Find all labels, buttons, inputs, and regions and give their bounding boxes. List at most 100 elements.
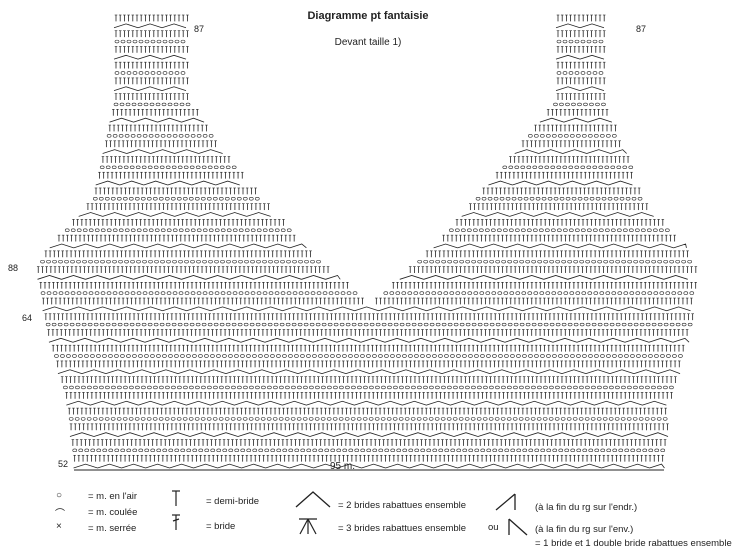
dc2tog-icon [295,491,331,508]
stitch-row [417,259,692,264]
row-number-64: 64 [22,313,33,323]
stitch-row [556,71,604,75]
stitch-row [65,392,673,399]
stitch-row [68,417,668,421]
stitch-row [375,297,693,305]
stitch-row [553,102,606,107]
stitch-row [63,385,674,390]
stitch-row [383,291,695,295]
stitch-row [108,124,208,132]
stitch-row [42,297,364,305]
stitch-row [455,219,665,226]
stitch-row [73,454,664,462]
stitch-row [546,109,609,116]
double-crochet-icon [172,514,180,530]
stitch-row [39,282,349,289]
legend-dc2tog: = 2 brides rabattues ensemble [338,500,467,511]
stitch-row [102,149,223,154]
crochet-chart [36,14,698,471]
stitch-row [391,282,697,289]
stitch-row [556,39,604,44]
stitch-row [461,212,654,217]
stitch-row [113,102,191,107]
stitch-row [40,259,321,264]
row-number-52: 52 [58,459,69,469]
stitch-row [408,266,698,273]
stitch-row [72,219,285,226]
legend-combo-decrease: = 1 bride et 1 double bride rabattues en… [535,538,732,549]
stitch-row [114,71,186,75]
stitch-row [69,423,669,431]
stitch-row [425,250,689,258]
stitch-row [69,432,669,437]
row-number-88: 88 [8,263,19,273]
stitch-row [48,337,690,343]
stitch-row [509,156,630,163]
stitch-row [78,212,271,217]
decrease-right-side-icon [495,493,516,511]
slip-stitch-icon: ⌒ [55,509,65,520]
stitch-row [556,93,606,100]
stitch-row [521,140,621,148]
stitch-row [60,376,677,384]
stitch-row [67,407,667,415]
stitch-row [556,61,606,69]
stitch-row [73,463,665,469]
diagram-title: Diagramme pt fantaisie [307,10,429,22]
stitch-row [534,124,617,132]
stitch-row [64,228,292,232]
stitch-row [99,165,237,170]
legend-hdc: = demi-bride [206,496,260,507]
stitch-row [42,306,691,312]
stitch-row [475,197,643,201]
stitch-row [57,234,296,242]
row-number-top-right: 87 [636,24,647,34]
stitch-row [514,149,627,154]
stitch-row [114,14,189,22]
legend-end-wrong-side: (à la fin du rg sur l'env.) [535,524,634,535]
stitch-row [71,439,667,446]
stitch-row [113,23,187,29]
stitch-row [114,39,186,44]
legend-dc3tog: = 3 brides rabattues ensemble [338,523,467,534]
stitch-row [44,313,694,321]
stitch-row [469,203,649,211]
stitch-row [442,234,676,242]
stitch-row [113,86,187,92]
stitch-row [111,109,199,116]
row-number-top-left: 87 [194,24,205,34]
stitch-row [555,86,605,92]
stitch-row [555,54,605,60]
legend-dc: = bride [206,521,236,532]
stitch-row [98,171,244,179]
stitch-row [502,165,634,170]
decrease-wrong-side-icon [508,518,528,536]
single-crochet-icon: × [56,521,62,532]
stitch-row [114,46,189,53]
stitch-row [36,266,330,273]
half-double-crochet-icon [172,490,180,506]
stitch-row [106,134,214,138]
stitch-row [40,291,358,295]
stitch-row [539,117,613,123]
diagram-subtitle: Devant taille 1) [334,37,402,48]
stitch-row [72,448,666,453]
stitch-row [109,117,205,123]
stitch-row [495,171,633,179]
stitch-row [45,322,693,327]
stitch-row [556,30,606,38]
stitch-row [449,228,670,232]
stitch-row [433,243,687,249]
stitch-row [482,187,641,195]
stitch-row [556,14,606,22]
stitch-row [114,30,189,38]
stitch-row [92,197,260,201]
stitch-row [47,329,689,336]
chain-icon: ○ [56,490,63,501]
stitch-row [556,46,606,53]
legend-chain: = m. en l'air [88,491,138,502]
legend-end-right-side: (à la fin du rg sur l'endr.) [535,502,638,513]
stitch-row [66,400,667,406]
stitch-row [56,360,681,368]
stitch-row [37,274,341,280]
